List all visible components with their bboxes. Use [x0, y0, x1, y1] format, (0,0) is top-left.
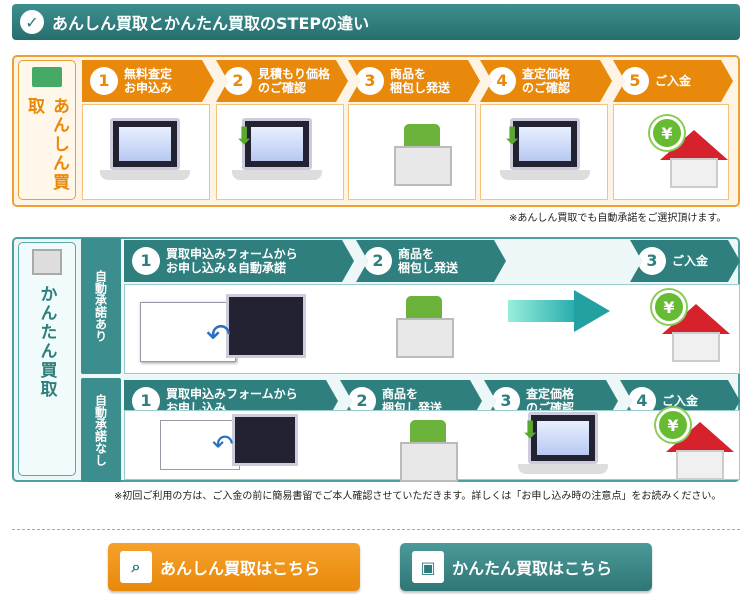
step-number: 5 [621, 67, 649, 95]
yen-coin-icon: ¥ [650, 116, 684, 150]
anshin.steps-step-5-header: 5 ご入金 [613, 60, 733, 102]
step-label: 査定価格 のご確認 [522, 67, 571, 95]
package-illustration [386, 290, 458, 360]
step-label: 見積もり価格 のご確認 [258, 67, 331, 95]
anshin-side-label: あんしん買取 [18, 60, 76, 200]
yen-coin-icon: ¥ [656, 408, 690, 442]
step-label: ご入金 [655, 74, 692, 88]
house-yen-illustration: ¥ [652, 290, 730, 366]
package-illustration [384, 118, 456, 188]
anshin-button-label: あんしん買取はこちら [160, 559, 321, 578]
form-screens-illustration: ↶ [140, 294, 308, 368]
laptop-illustration: ⬇ [232, 118, 322, 184]
package-illustration [390, 414, 462, 484]
transfer-arrow [508, 290, 610, 332]
kantan-side-label: かんたん買取 [18, 242, 76, 476]
house-yen-illustration: ¥ [650, 116, 728, 192]
kantan-note: ※初回ご利用の方は、ご入金の前に簡易書留でご本人確認させていただきます。詳しくは… [114, 491, 722, 502]
yen-coin-icon: ¥ [652, 290, 686, 324]
anshin-side-text: あんしん買取 [24, 96, 69, 192]
download-arrow-icon: ⬇ [502, 122, 523, 150]
step-label: 買取申込みフォームから お申し込み＆自動承諾 [166, 247, 298, 275]
step-label: ご入金 [662, 394, 699, 408]
return-arrow-icon: ↶ [212, 430, 234, 460]
return-arrow-icon: ↶ [206, 318, 232, 353]
section-header: ✓ あんしん買取とかんたん買取のSTEPの違い [12, 4, 740, 40]
download-arrow-icon: ⬇ [234, 122, 255, 150]
download-arrow-icon: ⬇ [520, 416, 541, 444]
step-number: 3 [638, 247, 666, 275]
section-title: あんしん買取とかんたん買取のSTEPの違い [52, 14, 370, 33]
divider [12, 529, 740, 530]
laptop-search-icon: ⌕ [120, 551, 152, 583]
step-number: 4 [488, 67, 516, 95]
step-label: 無料査定 お申込み [124, 67, 173, 95]
step-number: 1 [90, 67, 118, 95]
step-number: 2 [364, 247, 392, 275]
kantan-button[interactable]: ▣ かんたん買取はこちら [400, 543, 652, 591]
kantan.yes_steps-step-3-header: 3 ご入金 [630, 240, 740, 282]
step-label: 商品を 梱包し発送 [390, 67, 451, 95]
package-icon [32, 249, 62, 275]
check-icon: ✓ [20, 10, 44, 34]
step-number: 2 [224, 67, 252, 95]
auto-yes-label: 自動承諾あり [81, 238, 121, 374]
step-label: ご入金 [672, 254, 709, 268]
anshin-button[interactable]: ⌕ あんしん買取はこちら [108, 543, 360, 591]
step-number: 3 [356, 67, 384, 95]
laptop-search-icon [32, 67, 62, 87]
step-label: 商品を 梱包し発送 [398, 247, 459, 275]
laptop-illustration [100, 118, 190, 184]
anshin-note: ※あんしん買取でも自動承諾をご選択頂けます。 [509, 213, 727, 224]
auto-no-label: 自動承諾なし [81, 378, 121, 482]
kantan-button-label: かんたん買取はこちら [452, 559, 613, 578]
laptop-illustration: ⬇ [518, 412, 608, 478]
form-screens-illustration: ↶ [160, 414, 300, 474]
house-yen-illustration: ¥ [656, 408, 734, 484]
package-icon: ▣ [412, 551, 444, 583]
kantan-side-text: かんたん買取 [36, 285, 57, 399]
laptop-illustration: ⬇ [500, 118, 590, 184]
step-number: 1 [132, 247, 160, 275]
